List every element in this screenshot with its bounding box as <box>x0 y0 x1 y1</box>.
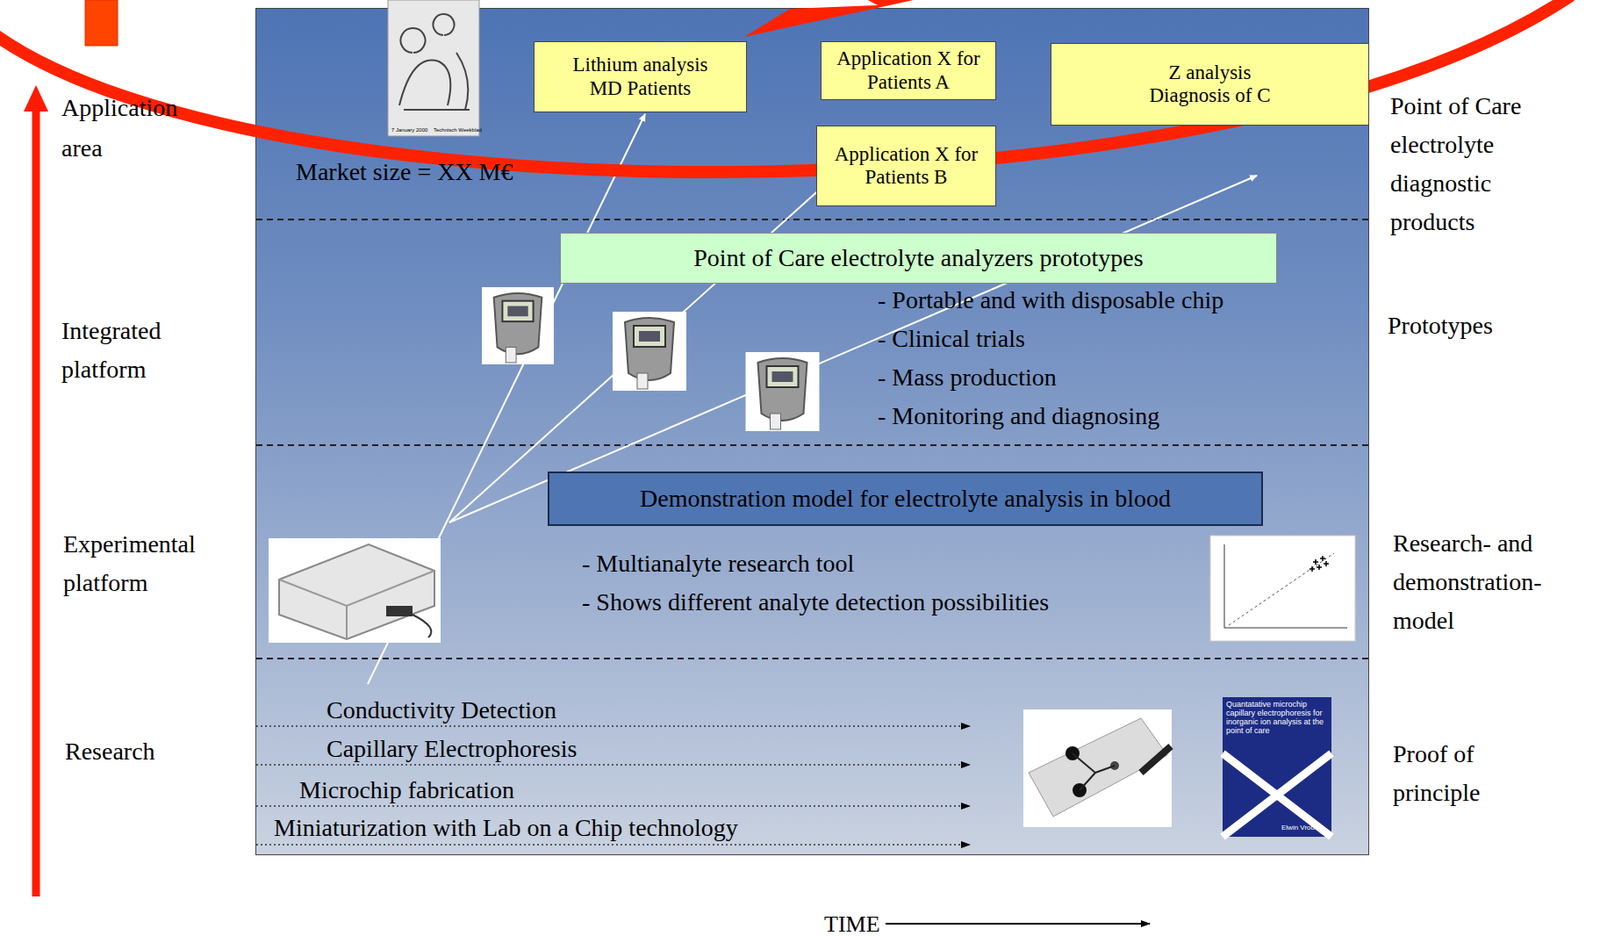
market-label: Market size = XX M€ <box>295 157 514 187</box>
research-topic: Microchip fabrication <box>299 775 515 804</box>
application-box: Application X for Patients B <box>816 125 997 207</box>
box-text: Demonstration model for electrolyte anal… <box>639 484 1171 513</box>
book-author: Elwin Vrouwe <box>1281 823 1324 832</box>
cartoon-caption: 7 January 2000 <box>391 127 428 134</box>
stage-label: Research- and demonstration- model <box>1392 523 1578 640</box>
bullet-item: - Monitoring and diagnosing <box>877 401 1160 431</box>
box-text: Lithium analysis MD Patients <box>557 53 725 101</box>
level-label: Application area <box>61 87 207 169</box>
box-text: Z analysis Diagnosis of C <box>1126 61 1294 108</box>
bullet-item: - Multianalyte research tool <box>581 549 854 578</box>
axis-label: TIME <box>824 911 881 936</box>
box-text: Application X for Patients A <box>833 47 983 94</box>
stage-label: Prototypes <box>1387 311 1493 340</box>
research-topic: Miniaturization with Lab on a Chip techn… <box>273 813 739 842</box>
prototype-box: Point of Care electrolyte analyzers prot… <box>559 232 1278 284</box>
application-box: Lithium analysis MD Patients <box>533 41 747 113</box>
level-label: Experimental platform <box>63 524 239 603</box>
stage-label: Proof of principle <box>1392 734 1525 812</box>
box-text: Application X for Patients B <box>832 143 982 190</box>
book-title: Quantatative microchip capillary electro… <box>1226 699 1328 735</box>
bullet-item: - Mass production <box>877 363 1057 392</box>
bullet-item: - Shows different analyte detection poss… <box>581 588 1049 617</box>
bullet-item: - Clinical trials <box>877 324 1026 353</box>
application-box: Z analysis Diagnosis of C <box>1050 43 1370 126</box>
stage-label: Point of Care electrolyte diagnostic pro… <box>1390 86 1579 242</box>
bullet-item: - Portable and with disposable chip <box>877 286 1224 315</box>
box-text: Point of Care electrolyte analyzers prot… <box>693 243 1143 273</box>
level-label: Integrated platform <box>61 311 207 389</box>
demonstration-box: Demonstration model for electrolyte anal… <box>547 471 1263 526</box>
cartoon-caption: Technisch Weekblad <box>433 127 482 134</box>
application-box: Application X for Patients A <box>820 41 997 101</box>
research-topic: Conductivity Detection <box>326 695 557 725</box>
level-label: Research <box>64 737 156 766</box>
research-topic: Capillary Electrophoresis <box>326 734 577 763</box>
